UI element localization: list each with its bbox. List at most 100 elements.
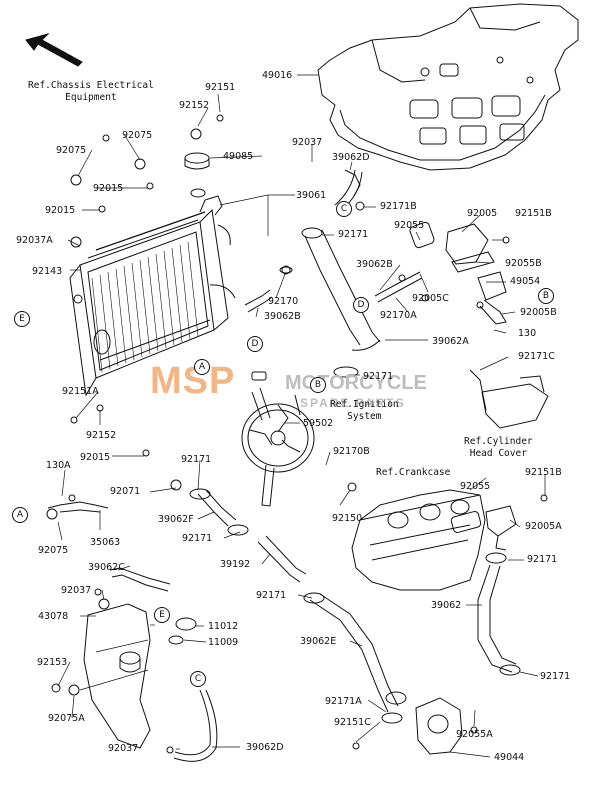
part-number: 11009 (208, 637, 239, 648)
part-number: 92005 (467, 208, 498, 219)
part-number: 92171A (325, 696, 362, 707)
part-number: 39062F (158, 514, 194, 525)
part-number: 92037A (16, 235, 53, 246)
part-number: 39062E (300, 636, 337, 647)
pipe-39192 (257, 535, 307, 583)
part-number: 92153 (37, 657, 68, 668)
leader-lines (57, 74, 546, 758)
ref-crankcase: Ref.Crankcase (376, 467, 451, 478)
part-number: 92005A (525, 521, 562, 532)
part-number: 92170B (333, 446, 370, 457)
part-number: 39062B (264, 311, 301, 322)
part-number: 92075 (38, 545, 69, 556)
direction-arrow-icon (25, 33, 83, 67)
hose-39062F (197, 489, 237, 527)
part-number: 92055A (456, 729, 493, 740)
reserve-tank (83, 603, 197, 749)
pump-outlet-fitting (485, 505, 517, 551)
connector-d-hose-right: D (353, 297, 369, 313)
part-number: 92171B (380, 201, 417, 212)
part-number: 59502 (303, 418, 334, 429)
part-number: 43078 (38, 611, 69, 622)
part-number: 92171 (182, 533, 213, 544)
part-number: 92005C (412, 293, 449, 304)
part-number: 39062A (432, 336, 469, 347)
part-number: 130A (46, 460, 71, 471)
part-number: 92151 (205, 82, 236, 93)
part-number: 92037 (292, 137, 323, 148)
part-number: 92171C (518, 351, 555, 362)
part-number: 92037 (108, 743, 139, 754)
part-number: 92171 (363, 371, 394, 382)
part-number: 92005B (520, 307, 557, 318)
part-number: 92055 (460, 481, 491, 492)
cylinder-head-fitting (469, 369, 549, 429)
part-number: 92055B (505, 258, 542, 269)
radiator-fins (91, 241, 199, 373)
part-number: 39062C (88, 562, 125, 573)
part-number: 49044 (494, 752, 525, 763)
part-number: 92015 (93, 183, 124, 194)
watermark-brand: MOTORCYCLE (285, 372, 427, 394)
part-number: 39062B (356, 259, 393, 270)
connector-a-radiator: A (194, 359, 210, 375)
part-number: 92037 (61, 585, 92, 596)
lower-right-hose (477, 564, 517, 673)
connector-e-radiator: E (14, 311, 30, 327)
upper-hose (304, 229, 381, 351)
connector-c-hose: C (190, 671, 206, 687)
radiator-assembly (69, 188, 236, 397)
part-number: 92151B (515, 208, 552, 219)
thermostat-housing (409, 221, 507, 325)
part-number: 92171 (256, 590, 287, 601)
watermark-subtitle: SPARE PARTS (300, 396, 406, 410)
hose-39062D-lower (173, 689, 218, 762)
radiator-cap (184, 152, 210, 170)
hose-39062E (309, 593, 399, 713)
part-number: 35063 (90, 537, 121, 548)
part-number: 92171 (338, 229, 369, 240)
part-number: 92055 (394, 220, 425, 231)
part-number: 39062D (332, 152, 370, 163)
hose-39062B-2 (374, 271, 423, 303)
connector-b-thermostat: B (538, 288, 554, 304)
hose-39062C (109, 567, 171, 592)
part-number: 92171 (527, 554, 558, 565)
part-number: 92170 (268, 296, 299, 307)
part-number: 130 (518, 328, 537, 339)
hose-clamps (189, 266, 521, 724)
part-number: 49054 (510, 276, 541, 287)
connector-d-hose-left: D (247, 336, 263, 352)
hose-39062D-upper (344, 169, 361, 197)
water-pump (385, 691, 463, 755)
part-number: 39062D (246, 742, 284, 753)
part-number: 92152 (179, 100, 210, 111)
cooling-fan (241, 371, 315, 507)
part-number: 39192 (220, 559, 251, 570)
connector-b-hose: B (310, 377, 326, 393)
part-number: 49016 (262, 70, 293, 81)
part-number: 92071 (110, 486, 141, 497)
hose-39062B (244, 289, 273, 313)
part-number: 92170A (380, 310, 417, 321)
part-number: 49085 (223, 151, 254, 162)
part-number: 92150 (332, 513, 363, 524)
part-number: 92075 (56, 145, 87, 156)
connector-e-tank: E (154, 607, 170, 623)
connector-c-cover: C (336, 201, 352, 217)
part-number: 92015 (80, 452, 111, 463)
part-number: 92151C (334, 717, 371, 728)
part-number: 11012 (208, 621, 239, 632)
fasteners (51, 114, 548, 754)
crankcase-block (351, 489, 486, 591)
part-number: 92152 (86, 430, 117, 441)
part-number: 92171 (181, 454, 212, 465)
part-number: 92015 (45, 205, 76, 216)
part-number: 39062 (431, 600, 462, 611)
bracket-35063 (47, 501, 109, 513)
